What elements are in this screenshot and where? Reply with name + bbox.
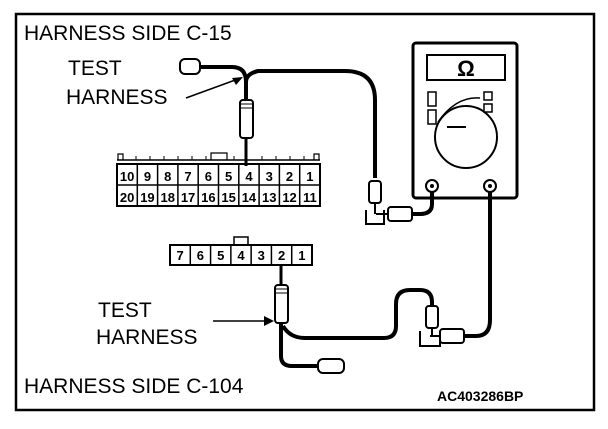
c104-pin-6: 6: [197, 248, 204, 263]
c15-pin-13: 13: [262, 190, 276, 205]
c15-pin-9: 9: [144, 169, 151, 184]
figure-code: AC403286BP: [437, 388, 523, 404]
c15-pin-20: 20: [120, 190, 134, 205]
c104-pin-7: 7: [177, 248, 184, 263]
meter-lead-bottom: [419, 192, 492, 347]
c15-pin-16: 16: [201, 190, 215, 205]
multimeter: Ω: [411, 41, 519, 200]
bottom-probe: [274, 264, 434, 374]
c15-pin-6: 6: [205, 169, 212, 184]
figure-border: [14, 12, 596, 412]
c15-pin-3: 3: [266, 169, 273, 184]
c15-pin-12: 12: [282, 190, 296, 205]
c15-pin-5: 5: [225, 169, 232, 184]
top-harness-word: HARNESS: [66, 86, 168, 109]
bottom-harness-label: HARNESS SIDE C-104: [24, 375, 244, 398]
c15-pin-2: 2: [286, 169, 293, 184]
bottom-harness-word: HARNESS: [96, 326, 198, 349]
bottom-test-label: TEST: [98, 299, 152, 322]
c15-pin-14: 14: [242, 190, 257, 205]
c15-pin-17: 17: [181, 190, 195, 205]
c15-pin-10: 10: [120, 169, 134, 184]
c104-pin-2: 2: [278, 248, 285, 263]
bottom-test-harness-arrow: [213, 316, 274, 326]
c15-pin-1: 1: [306, 169, 313, 184]
c104-pin-3: 3: [258, 248, 265, 263]
ohm-symbol: Ω: [457, 56, 475, 81]
top-test-harness-arrow: [185, 77, 243, 99]
c104-pin-5: 5: [217, 248, 224, 263]
c104-pin-1: 1: [298, 248, 305, 263]
c15-pin-11: 11: [303, 190, 317, 205]
c15-pin-4: 4: [245, 169, 253, 184]
meter-lead-top: [365, 180, 434, 225]
c15-pin-7: 7: [184, 169, 191, 184]
top-test-label: TEST: [68, 57, 122, 80]
c15-pin-18: 18: [161, 190, 175, 205]
top-harness-label: HARNESS SIDE C-15: [24, 22, 232, 45]
top-probe: [179, 58, 377, 178]
c15-pin-15: 15: [221, 190, 235, 205]
c15-pin-19: 19: [140, 190, 154, 205]
c15-pin-8: 8: [164, 169, 171, 184]
c104-pin-4: 4: [237, 248, 245, 263]
